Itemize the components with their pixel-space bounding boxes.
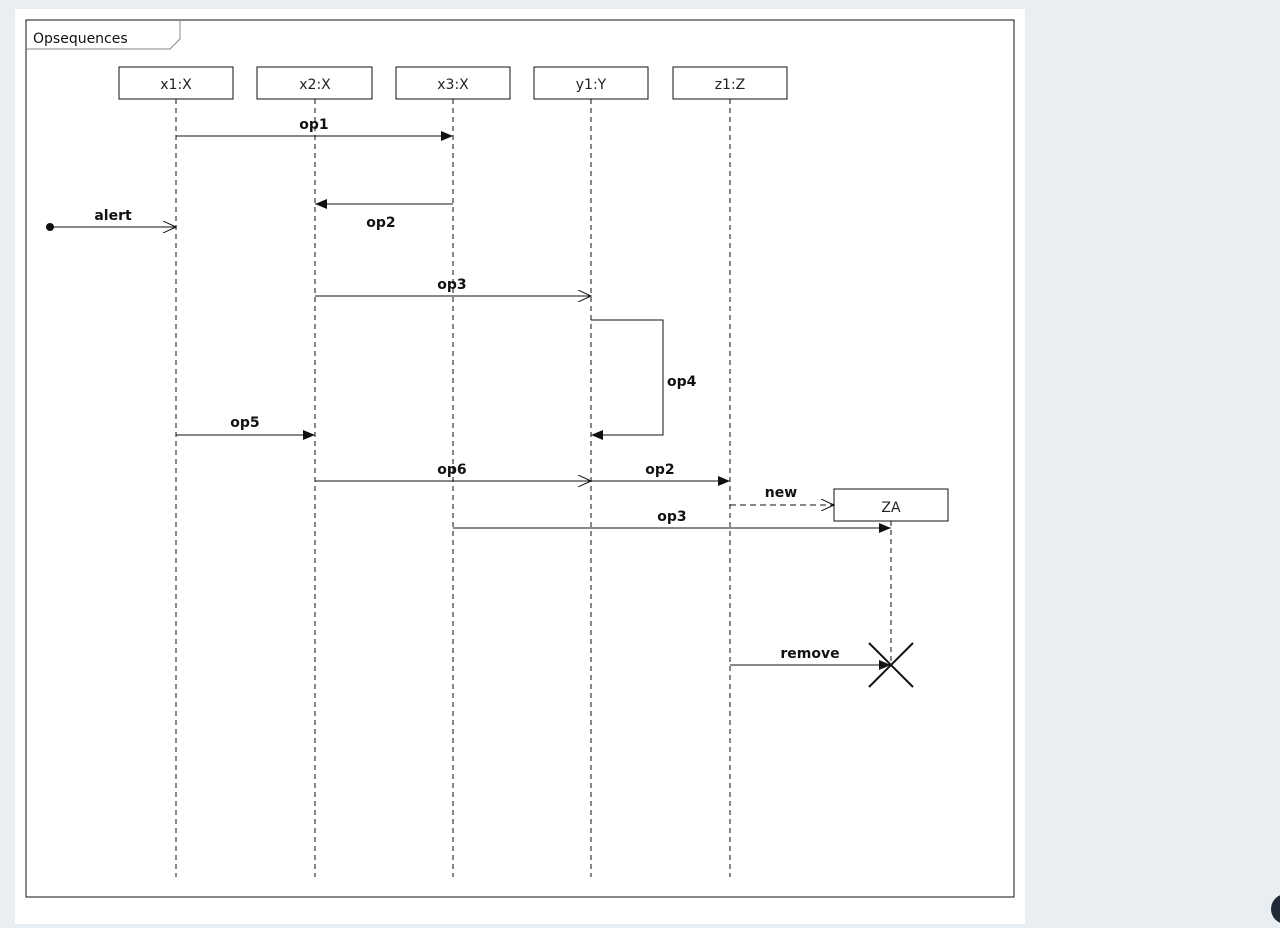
- lifeline-head-z1[interactable]: [672, 66, 788, 100]
- message-op3-label: op3: [437, 277, 466, 293]
- sequence-diagram: Opsequences x1:X x2:X x3:X y1:Y z1:Z ZA …: [25, 19, 1015, 898]
- message-op1[interactable]: op1: [176, 117, 453, 141]
- message-remove[interactable]: remove: [730, 646, 891, 670]
- message-op4-self[interactable]: op4: [591, 319, 697, 440]
- message-op3-to-za[interactable]: op3: [453, 509, 891, 533]
- lifeline-name-x3: x3:X: [437, 77, 469, 93]
- lifeline-name-x1: x1:X: [160, 77, 192, 93]
- message-new[interactable]: new: [730, 485, 834, 505]
- message-new-label: new: [765, 485, 797, 501]
- floating-action-button[interactable]: [1271, 894, 1280, 924]
- lifeline-z1[interactable]: z1:Z: [672, 66, 788, 877]
- message-op6[interactable]: op6: [315, 462, 591, 481]
- message-op5-label: op5: [230, 415, 259, 431]
- message-alert-label: alert: [94, 208, 132, 224]
- diagram-frame: [25, 19, 1015, 898]
- lifeline-x1[interactable]: x1:X: [118, 66, 234, 877]
- destroy-marker-icon: [868, 642, 914, 688]
- lifeline-za[interactable]: ZA: [833, 488, 949, 665]
- message-alert[interactable]: alert: [46, 208, 176, 231]
- lifeline-head-x2[interactable]: [256, 66, 373, 100]
- message-op4-label: op4: [667, 374, 697, 390]
- message-op2b-label: op2: [645, 462, 674, 478]
- lifeline-name-z1: z1:Z: [715, 77, 746, 93]
- lifeline-x2[interactable]: x2:X: [256, 66, 373, 877]
- diagram-canvas: Opsequences x1:X x2:X x3:X y1:Y z1:Z ZA …: [15, 9, 1025, 924]
- message-op2-to-z1[interactable]: op2: [591, 462, 730, 486]
- message-op2-return[interactable]: op2: [315, 199, 453, 231]
- message-op4-path[interactable]: [591, 319, 664, 440]
- message-op5[interactable]: op5: [176, 415, 315, 440]
- lifeline-name-x2: x2:X: [299, 77, 331, 93]
- message-op1-label: op1: [299, 117, 328, 133]
- lifeline-y1[interactable]: y1:Y: [533, 66, 649, 877]
- frame-label-tab: [26, 20, 181, 50]
- lifeline-head-x3[interactable]: [395, 66, 511, 100]
- lifeline-name-y1: y1:Y: [576, 77, 607, 93]
- frame-title: Opsequences: [33, 31, 128, 47]
- message-op2-label: op2: [366, 215, 395, 231]
- message-op3b-label: op3: [657, 509, 686, 525]
- message-op6-label: op6: [437, 462, 466, 478]
- message-remove-label: remove: [780, 646, 839, 662]
- lifeline-name-za: ZA: [881, 500, 901, 516]
- message-op3-async[interactable]: op3: [315, 277, 591, 296]
- lifeline-x3[interactable]: x3:X: [395, 66, 511, 877]
